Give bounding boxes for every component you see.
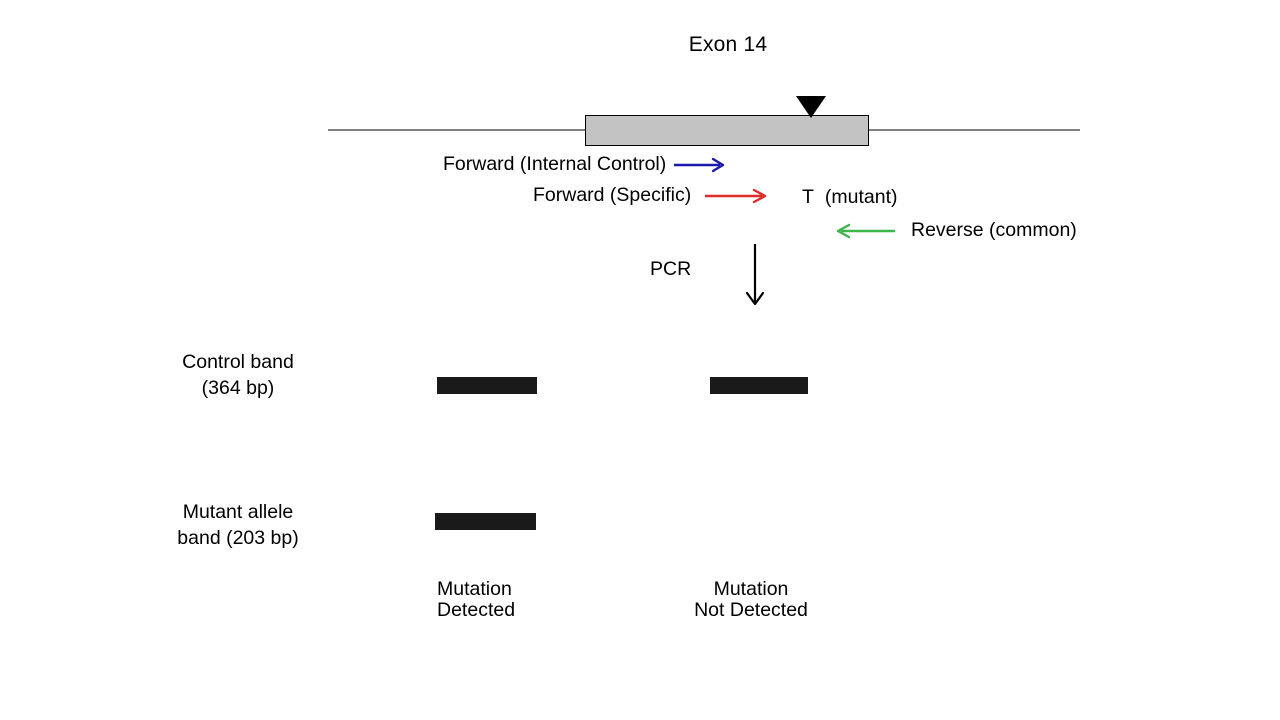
- page-title: Exon 14: [0, 33, 1280, 57]
- mutant-base-letter: T: [802, 186, 814, 208]
- arrow-right-blue-icon: [674, 157, 725, 172]
- primer-forward-specific-label: Forward (Specific): [533, 184, 692, 206]
- pcr-label: PCR: [650, 258, 692, 280]
- mutant-base-annotation: T (mutant): [802, 186, 898, 209]
- gel-band-control-lane-left: [437, 377, 537, 394]
- mutation-site-triangle-icon: [796, 96, 826, 118]
- control-band-label: Control band (364 bp): [118, 349, 358, 401]
- primer-forward-internal-control: Forward (Internal Control): [443, 153, 732, 175]
- mutant-allele-band-label-line1: Mutant allele: [182, 501, 294, 523]
- result-caption-right: Mutation Not Detected: [694, 578, 808, 621]
- gel-band-mutant-lane-left: [435, 513, 536, 530]
- control-band-label-line2: (364 bp): [201, 377, 275, 399]
- control-band-label-line1: Control band: [182, 351, 294, 373]
- mutant-allele-band-label-line2: band (203 bp): [177, 527, 299, 549]
- pcr-down-arrow-icon: [745, 244, 765, 306]
- exon-box: [585, 115, 869, 146]
- arrow-right-red-icon: [705, 188, 767, 203]
- result-caption-left: Mutation Detected: [437, 578, 516, 621]
- arrow-left-green-icon: [836, 223, 895, 238]
- mutant-base-note: (mutant): [824, 186, 898, 208]
- gel-band-control-lane-right: [710, 377, 808, 394]
- exon-title-text: Exon 14: [688, 33, 768, 56]
- primer-reverse-common: Reverse (common): [833, 219, 1077, 241]
- primer-forward-specific: Forward (Specific): [533, 184, 775, 206]
- primer-forward-internal-control-label: Forward (Internal Control): [443, 153, 667, 175]
- mutant-allele-band-label: Mutant allele band (203 bp): [118, 499, 358, 551]
- primer-reverse-common-label: Reverse (common): [911, 219, 1077, 241]
